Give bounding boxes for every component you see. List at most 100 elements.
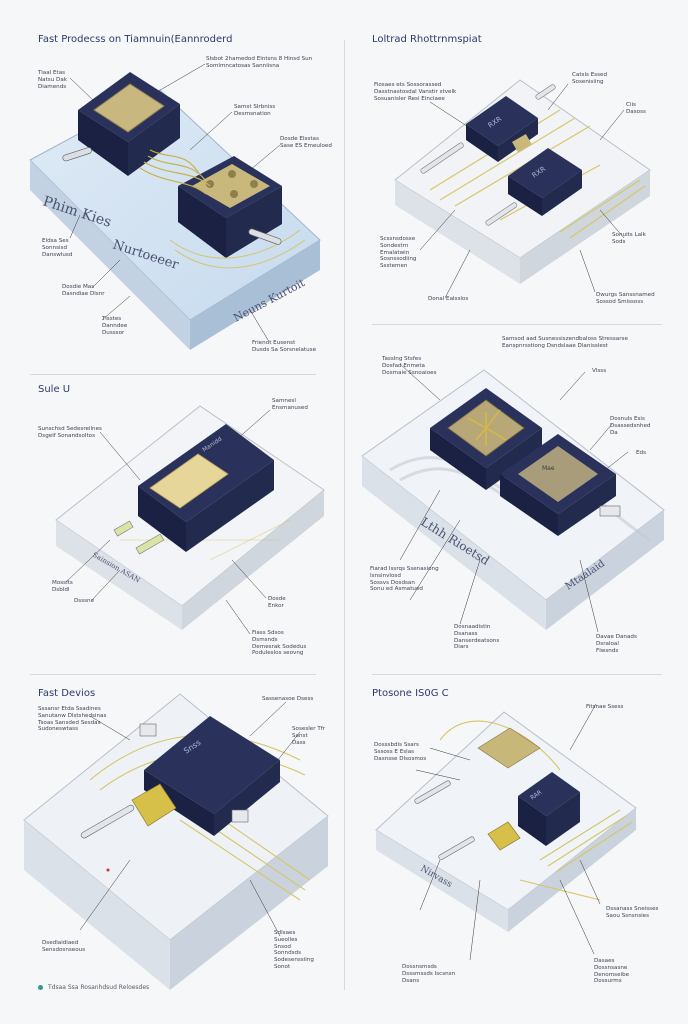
chip-side [508,176,542,216]
callout-label: Davae Danads Dsraloal Flwsnds [596,634,637,654]
circuit-board-edge-right [546,510,664,630]
column-divider [344,40,345,990]
chip-side [558,474,616,536]
chip-side [466,124,498,162]
chip-top [508,148,582,198]
bond-pad [228,170,236,178]
gold-connector [487,821,521,851]
panel-illustration: Snss [23,693,329,990]
callout-label: Fiosaes ets Sossorassed Dasstnastosdal V… [374,82,457,102]
gold-wire [467,409,507,446]
chip-side [430,428,486,490]
footer-text: Tdsaa Ssa Rosanhdsud Reloesdes [48,984,150,991]
chip-top [518,772,580,816]
connector-pin [535,84,556,100]
callout-label: Dosde Elsstas Sase ES Emeuloed [280,136,332,149]
chip-side [542,170,582,216]
callout-label: Samsod aad Susnessiszendbaloss Stressars… [502,336,628,349]
chip-die [192,164,270,208]
chip-side [546,792,580,846]
callout-label: Eds [636,450,646,456]
callout-label: Scssnsdosse Sondestrn Emalatwin Sosnssod… [380,236,417,270]
callout-label: Vlsss [592,368,607,374]
callout-label: Dosnaadistin Dsanass Danserdeatsons Diar… [454,624,500,651]
panel-illustration: Lthh Rioetsd Mtaalaid Mae [361,363,665,633]
panel-illustration: RXR RXR [394,79,651,299]
chip-top [466,96,538,146]
connector-pin [80,804,135,839]
callout-label: Dsedlaidiaed Sensdosnseous [42,940,86,953]
panel-title: Fast Prodecss on Tiamnuin(Eannroderd [38,34,233,45]
leader-line [399,363,629,633]
chip-die [149,453,229,509]
callout-label: Dosde Enkor [268,596,286,609]
leader-line [69,63,281,341]
bond-pad [250,180,258,188]
bond-pad [230,190,238,198]
callout-label: Dsssne [74,598,95,604]
connector-pin [135,533,165,555]
callout-label: Dasaes Dossnsasne Denomseibe Dossurms [594,958,630,985]
circuit-board-edge-left [24,820,170,990]
gold-connector [131,783,177,827]
callout-label: Dossnsmsds Dsssmssds Iscsnsn Dsans [402,964,456,984]
panel-title: Sule U [38,384,71,395]
row-divider-right-1 [372,324,662,325]
callout-label: Eldsa Ses Sonnsisd Danswlusd [42,238,73,258]
callout-label: Donal Ealsslos [428,296,469,302]
circuit-board-edge-left [362,456,546,630]
panel-title: Loltrad Rhottrnmspiat [372,34,482,45]
panel-illustration: Phim Kies Nurtoeeer Neuns Kurtoit [29,63,321,350]
connector-pin [420,142,464,174]
callout-label: Fitsnae Ssess [586,704,624,710]
callout-label: Dssanass Sneisses Saou Ssnsnsies [606,906,659,919]
leader-line [415,703,601,961]
footer-bullet-icon [38,985,43,990]
row-divider-right-2 [372,674,662,675]
panel-illustration: Nirvass RAR [375,703,637,961]
leader-line [419,83,625,299]
circuit-board-edge-right [170,816,328,990]
row-divider-left-1 [30,374,316,375]
callout-label: Dosnuls Esis Dsassedsnhed Da [610,416,651,436]
panel-title: Ptosone IS0G C [372,688,449,699]
callout-label: Friendt Eusenst Dusds Sa Sorsnelatuse [252,340,317,353]
circuit-board-edge-left [395,180,520,284]
chip-die [93,83,165,133]
gold-wire [139,149,211,195]
callout-label: Sunschsd Sedesreilnes Dsgelf Sonandsolto… [38,426,102,439]
connector-pin [599,505,621,517]
callout-label: Dosdie Mas Dasndiae Dlsnr [62,284,105,297]
connector-pin [248,228,282,245]
chip-side [178,186,226,258]
socket [139,723,157,737]
circuit-board-edge-right [508,808,636,932]
chip-die [477,727,541,769]
gold-trace [439,720,633,901]
connector-pin [62,147,92,162]
callout-label: Tasslng Stsfes Dosfad Enmeta Dosmaie Ssn… [382,356,437,376]
connector-pin [485,202,518,226]
chip-side [518,796,546,846]
callout-label: Sonuits Lalk Sods [612,232,646,245]
callout-label: Samst Slrbniss Desmsnation [234,104,276,117]
callout-label: Dosssbdis Ssars Sssoss E Eslas Dasnsse D… [374,742,427,762]
connector-pin [414,780,451,804]
die-block [512,134,532,153]
chip-die [518,446,598,502]
circuit-board-edge-left [30,160,190,350]
circuit-board-edge-right [182,490,324,630]
chip-marking: Mae [542,465,555,472]
callout-label: Samnesl Ensmanused [272,398,308,411]
chip-side [226,186,282,258]
callout-label: Tisstes Danndee Dusssor [102,316,128,336]
chip-side [214,760,280,836]
callout-label: Slsbot 2hamedod Elntsns 8 Hinsd Sun Soml… [206,56,313,69]
circuit-board-edge-right [190,240,320,350]
callout-label: Tiaal Etas Natsu Dak Diamends [38,70,68,90]
callout-label: Fiass Sdsos Dsmsnds Demesrak Sodedus Pod… [252,630,307,657]
callout-label: Fiarad Issrqs Ssenasiong Isnsinvlosd Sos… [370,566,439,593]
leader-line [79,701,301,937]
gold-trace [169,229,306,269]
circuit-board-edge-left [376,830,508,932]
